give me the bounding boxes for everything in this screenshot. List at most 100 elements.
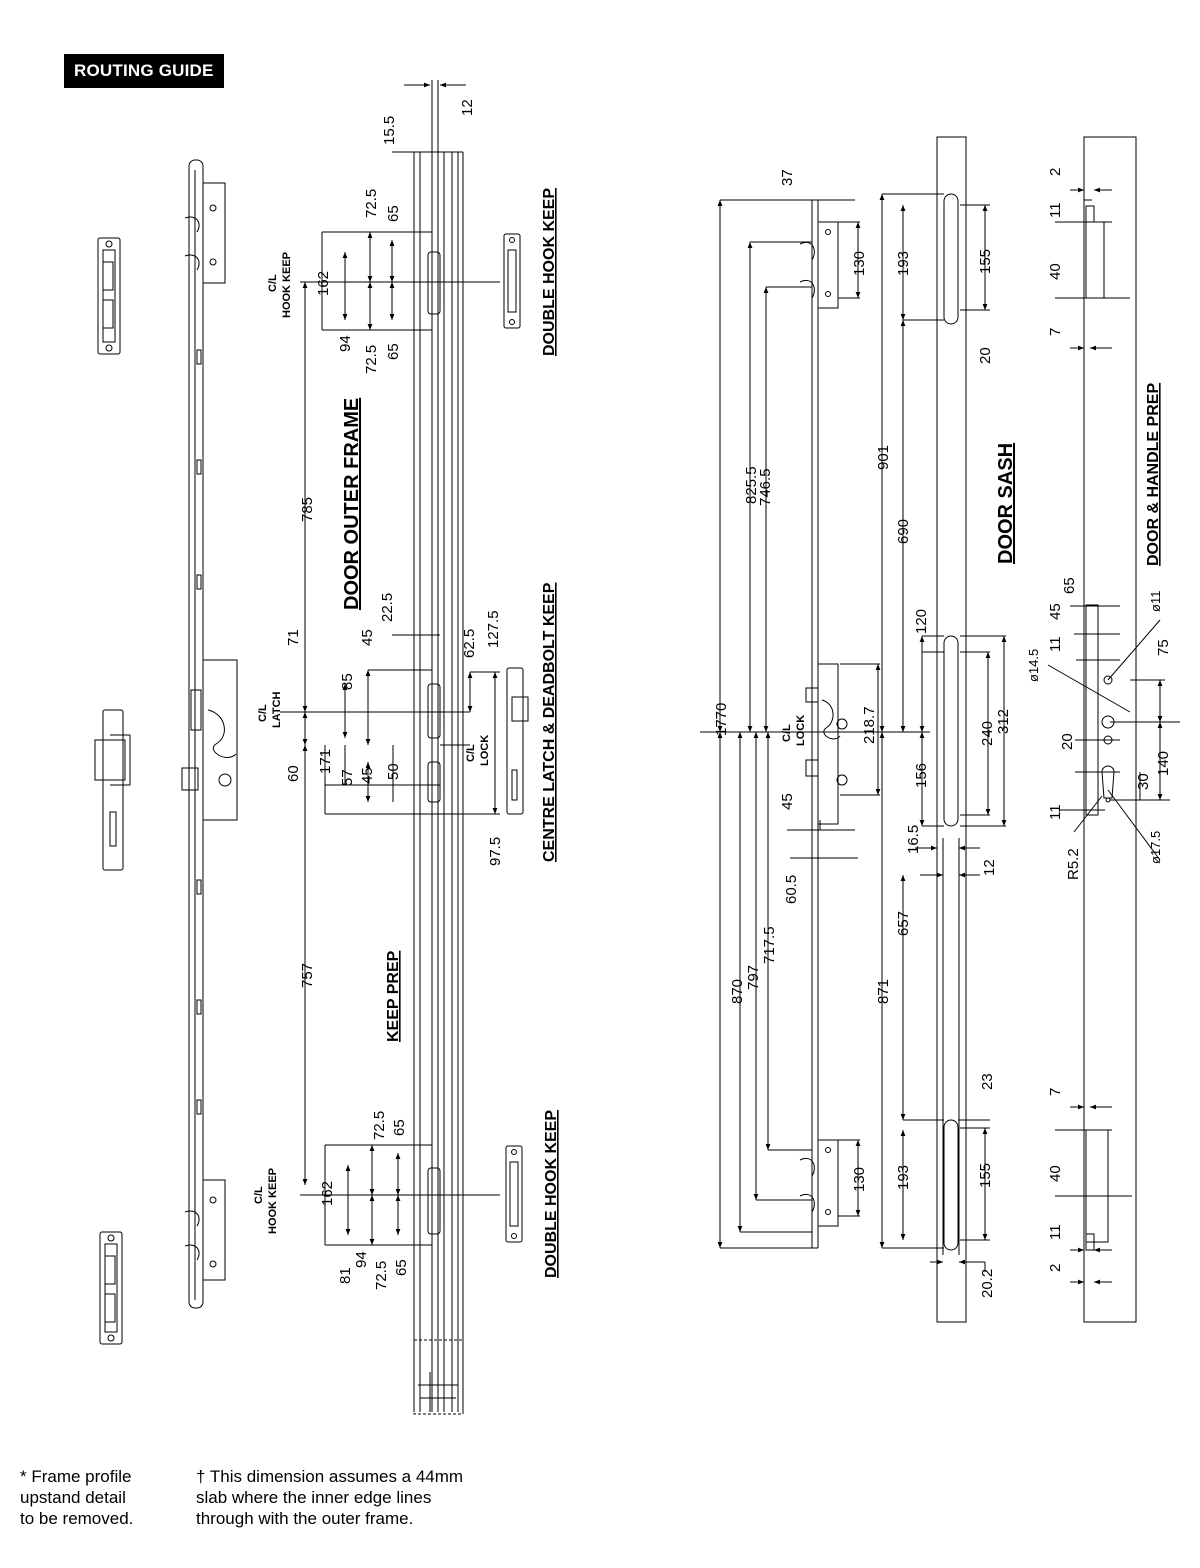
dim-75: 75 xyxy=(1155,639,1172,656)
section-door-sash: DOOR SASH xyxy=(995,443,1017,564)
dim-23: 23 xyxy=(979,1073,996,1090)
dim-65: 65 xyxy=(393,1259,410,1276)
dim-12: 12 xyxy=(459,99,476,116)
dim-2: 2 xyxy=(1047,168,1064,176)
dim-7: 7 xyxy=(1047,328,1064,336)
dim-22-5: 22.5 xyxy=(379,593,396,622)
dim-870: 870 xyxy=(729,979,746,1004)
note-line: slab where the inner edge lines xyxy=(196,1488,432,1507)
dim-155: 155 xyxy=(977,1163,994,1188)
dim-127-5: 127.5 xyxy=(485,610,502,648)
dim-65: 65 xyxy=(385,343,402,360)
double-hook-keep-bottom-side xyxy=(505,1145,523,1243)
dim-50: 50 xyxy=(385,763,402,780)
dim-diameter-11: ø11 xyxy=(1148,591,1163,612)
hook-keep-label: HOOK KEEP xyxy=(267,1168,279,1234)
cl-label: C/L xyxy=(781,724,793,742)
dim-120: 120 xyxy=(913,609,930,634)
dim-97-5: 97.5 xyxy=(487,837,504,866)
dim-40: 40 xyxy=(1047,1165,1064,1182)
dim-45: 45 xyxy=(359,767,376,784)
outer-frame-profile xyxy=(413,80,464,1415)
cl-label: C/L xyxy=(267,274,279,292)
section-double-hook-keep-bottom: DOUBLE HOOK KEEP xyxy=(543,1110,560,1278)
section-door-handle-prep: DOOR & HANDLE PREP xyxy=(1145,383,1162,566)
door-handle-prep-profile xyxy=(1083,136,1137,1323)
note-line: through with the outer frame. xyxy=(196,1509,414,1528)
dim-312: 312 xyxy=(995,709,1012,734)
dim-72-5: 72.5 xyxy=(371,1111,388,1140)
dim-2: 2 xyxy=(1047,1264,1064,1272)
dim-901: 901 xyxy=(875,445,892,470)
dim-62-5: 62.5 xyxy=(461,629,478,658)
frame-profile-note: * Frame profile upstand detail to be rem… xyxy=(20,1466,133,1529)
dim-81: 81 xyxy=(337,1267,354,1284)
dim-60: 60 xyxy=(285,765,302,782)
dim-30: 30 xyxy=(1135,773,1152,790)
dim-16-5: 16.5 xyxy=(905,825,922,854)
cl-label: C/L xyxy=(465,744,477,762)
dim-72-5: 72.5 xyxy=(363,189,380,218)
section-centre-latch-keep: CENTRE LATCH & DEADBOLT KEEP xyxy=(541,582,558,862)
dim-15-5: 15.5 xyxy=(381,116,398,145)
dim-757: 757 xyxy=(299,963,316,988)
latch-label: LATCH xyxy=(271,691,283,728)
hook-keep-bottom-illustration xyxy=(99,1231,123,1345)
frame-hook-top-dims xyxy=(300,231,500,331)
dim-20: 20 xyxy=(977,347,994,364)
dim-11: 11 xyxy=(1047,804,1064,820)
dim-45: 45 xyxy=(1047,603,1064,620)
note-line: * Frame profile xyxy=(20,1467,132,1486)
note-line: † This dimension assumes a 44mm xyxy=(196,1467,464,1486)
cl-label: C/L xyxy=(253,1186,265,1204)
sash-dims xyxy=(700,199,930,1249)
dim-diameter-17-5: ø17.5 xyxy=(1148,831,1163,864)
dim-156: 156 xyxy=(913,763,930,788)
dim-20: 20 xyxy=(1059,733,1076,750)
section-door-outer-frame: DOOR OUTER FRAME xyxy=(341,398,363,610)
centre-keep-side xyxy=(506,667,529,815)
centre-keep-illustration xyxy=(94,709,131,871)
hook-keep-label: HOOK KEEP xyxy=(281,252,293,318)
dim-162: 162 xyxy=(319,1181,336,1206)
note-line: upstand detail xyxy=(20,1488,126,1507)
dim-171: 171 xyxy=(317,749,334,774)
dim-r5-2: R5.2 xyxy=(1065,848,1082,880)
dim-7: 7 xyxy=(1047,1088,1064,1096)
dim-94: 94 xyxy=(337,335,354,352)
dim-193: 193 xyxy=(895,251,912,276)
dim-871: 871 xyxy=(875,979,892,1004)
sash-lock-strip xyxy=(799,199,848,1249)
dim-746-5: 746.5 xyxy=(757,468,774,506)
dim-657: 657 xyxy=(895,911,912,936)
dim-1770: 1770 xyxy=(713,703,730,736)
dim-690: 690 xyxy=(895,519,912,544)
dim-45: 45 xyxy=(779,793,796,810)
dim-11: 11 xyxy=(1047,202,1064,218)
dim-717-5: 717.5 xyxy=(761,926,778,964)
door-handle-prep-dims xyxy=(1047,187,1180,1285)
dim-11: 11 xyxy=(1047,1224,1064,1240)
dim-72-5: 72.5 xyxy=(373,1261,390,1290)
dim-11: 11 xyxy=(1047,636,1064,652)
lock-label: LOCK xyxy=(795,715,807,746)
double-hook-keep-top-side xyxy=(503,233,521,329)
door-sash-dims xyxy=(879,193,1007,1272)
dim-140: 140 xyxy=(1155,751,1172,776)
dim-65: 65 xyxy=(385,205,402,222)
dim-797: 797 xyxy=(745,965,762,990)
dim-65: 65 xyxy=(391,1119,408,1136)
multipoint-lock-strip xyxy=(181,159,238,1309)
dim-72-5: 72.5 xyxy=(363,345,380,374)
cl-label: C/L xyxy=(257,704,269,722)
dim-60-5: 60.5 xyxy=(783,875,800,904)
dim-240: 240 xyxy=(979,721,996,746)
lock-label: LOCK xyxy=(479,735,491,766)
page-title: ROUTING GUIDE xyxy=(64,54,224,88)
dim-94: 94 xyxy=(353,1251,370,1268)
dim-37: 37 xyxy=(779,169,796,186)
frame-centre-dims xyxy=(280,282,500,1185)
dim-45: 45 xyxy=(359,629,376,646)
dim-130: 130 xyxy=(851,251,868,276)
